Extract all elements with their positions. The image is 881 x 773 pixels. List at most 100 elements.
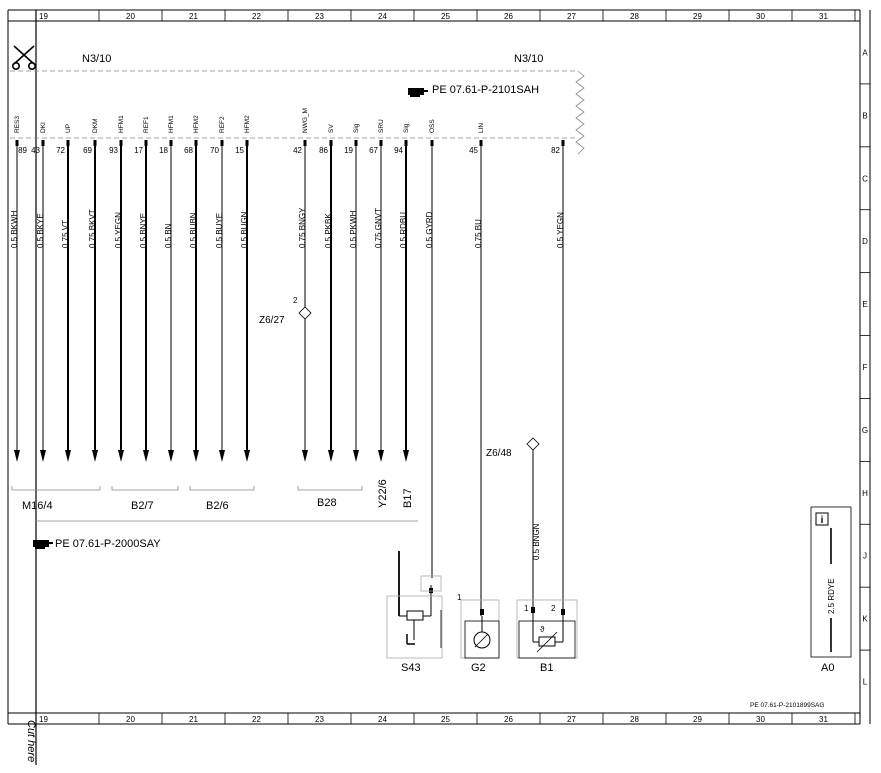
pin-signal: DKI — [40, 122, 47, 133]
col-label-bottom: 25 — [441, 715, 450, 724]
arrow-down-icon — [143, 450, 149, 462]
pin-signal: SRU — [378, 119, 385, 133]
pin-signal: HFM1 — [118, 115, 125, 133]
col-label-bottom: 20 — [126, 715, 135, 724]
pin-number: 72 — [56, 146, 65, 155]
pin-signal: REF2 — [219, 116, 226, 133]
pin-terminal — [561, 140, 565, 146]
arrow-down-icon — [118, 450, 124, 462]
pin-signal: Sig — [403, 123, 410, 133]
pin-terminal — [144, 140, 148, 146]
col-label-bottom: 31 — [819, 715, 828, 724]
col-label-bottom: 26 — [504, 715, 513, 724]
row-label: K — [862, 615, 868, 624]
diagram-frame — [7, 9, 871, 765]
pin-signal: Sig — [353, 123, 360, 133]
z6-27-pin: 2 — [293, 296, 298, 305]
wire-label: 0.5 PKWH — [349, 210, 358, 248]
pin-number: 70 — [210, 146, 219, 155]
z6-27-label: Z6/27 — [259, 315, 285, 326]
arrow-down-icon — [168, 450, 174, 462]
row-label: B — [862, 111, 867, 120]
arrow-down-icon — [378, 450, 384, 462]
arrow-down-icon — [328, 450, 334, 462]
wire-label: 0.5 BUBN — [189, 212, 198, 248]
ref-top-text[interactable]: PE 07.61-P-2101SAH — [432, 84, 539, 96]
destination-brackets — [11, 486, 418, 522]
b1-pin2: 2 — [551, 604, 556, 613]
dest-b2-6: B2/6 — [206, 500, 229, 512]
pins-layer: RES389DKI43UP72DKM69HFM193REF117HFM118HF… — [14, 108, 565, 155]
pin-signal: HFM1 — [168, 115, 175, 133]
row-label: E — [862, 300, 867, 309]
wire-label: 0.75 VT — [61, 220, 70, 248]
wire-label: 0.5 PKBK — [324, 213, 333, 248]
pin-number: 19 — [344, 146, 353, 155]
s43-label: S43 — [401, 662, 421, 674]
wire-label: 0.5 GYRD — [425, 211, 434, 248]
z6-48-wire-label: 0.5 BNGN — [532, 523, 541, 560]
wire-label: 0.75 GNVT — [374, 208, 383, 248]
row-label: L — [863, 678, 868, 687]
wire-label: 0.5 BNYE — [139, 213, 148, 248]
col-label-bottom: 30 — [756, 715, 765, 724]
wire-label: 0.5 BKWH — [10, 210, 19, 248]
col-label-top: 20 — [126, 12, 135, 21]
col-label-top: 24 — [378, 12, 387, 21]
dest-m16-4: M16/4 — [22, 500, 53, 512]
dest-b2-7: B2/7 — [131, 500, 154, 512]
arrow-down-icon — [302, 450, 308, 462]
wire-label: 0.5 RDBU — [399, 212, 408, 248]
pin-signal: LIN — [478, 123, 485, 133]
pin-signal: OSS — [429, 119, 436, 133]
pin-terminal — [15, 140, 19, 146]
wire-label: 0.75 BNGY — [298, 207, 307, 248]
pin-signal: RES3 — [14, 116, 21, 133]
pin-number: 67 — [369, 146, 378, 155]
wire-label: 0.5 BUYE — [215, 213, 224, 248]
row-label: C — [862, 174, 868, 183]
pin-signal: UP — [65, 124, 72, 133]
col-label-top: 23 — [315, 12, 324, 21]
ref-bottom[interactable]: PE 07.61-P-2000SAY — [33, 538, 161, 550]
col-label-top: 26 — [504, 12, 513, 21]
pin-terminal — [329, 140, 333, 146]
pin-terminal — [245, 140, 249, 146]
ref-top[interactable]: PE 07.61-P-2101SAH — [408, 84, 539, 97]
row-label: D — [862, 237, 868, 246]
col-label-top: 22 — [252, 12, 261, 21]
pin-terminal — [303, 140, 307, 146]
pin-terminal — [220, 140, 224, 146]
arrow-down-icon — [244, 450, 250, 462]
b1-label: B1 — [540, 662, 553, 674]
wire-label: 0.5 YEGN — [556, 212, 565, 248]
pin-terminal — [119, 140, 123, 146]
col-label-top: 30 — [756, 12, 765, 21]
connector-z6-48: Z6/48 0.5 BNGN — [486, 437, 541, 607]
wire-label: 0.5 BN — [164, 223, 173, 248]
module-label-right: N3/10 — [514, 53, 543, 65]
dest-b28: B28 — [317, 497, 337, 509]
pin-number: 43 — [31, 146, 40, 155]
pin-terminal — [169, 140, 173, 146]
arrow-down-icon — [65, 450, 71, 462]
pin-number: 68 — [184, 146, 193, 155]
arrow-down-icon — [14, 450, 20, 462]
a0-label: A0 — [821, 662, 834, 674]
pin-terminal — [66, 140, 70, 146]
col-label-top: 19 — [39, 12, 48, 21]
col-label-top: 29 — [693, 12, 702, 21]
pin-terminal — [41, 140, 45, 146]
arrow-down-icon — [40, 450, 46, 462]
b1-pin1: 1 — [524, 604, 529, 613]
pin-number: 93 — [109, 146, 118, 155]
row-label: H — [862, 489, 868, 498]
connector-z6-27: 2 Z6/27 — [259, 296, 312, 326]
g2-label: G2 — [471, 662, 486, 674]
pin-terminal — [404, 140, 408, 146]
ref-bottom-text[interactable]: PE 07.61-P-2000SAY — [55, 538, 161, 550]
arrow-down-icon — [92, 450, 98, 462]
pin-number: 82 — [551, 146, 560, 155]
